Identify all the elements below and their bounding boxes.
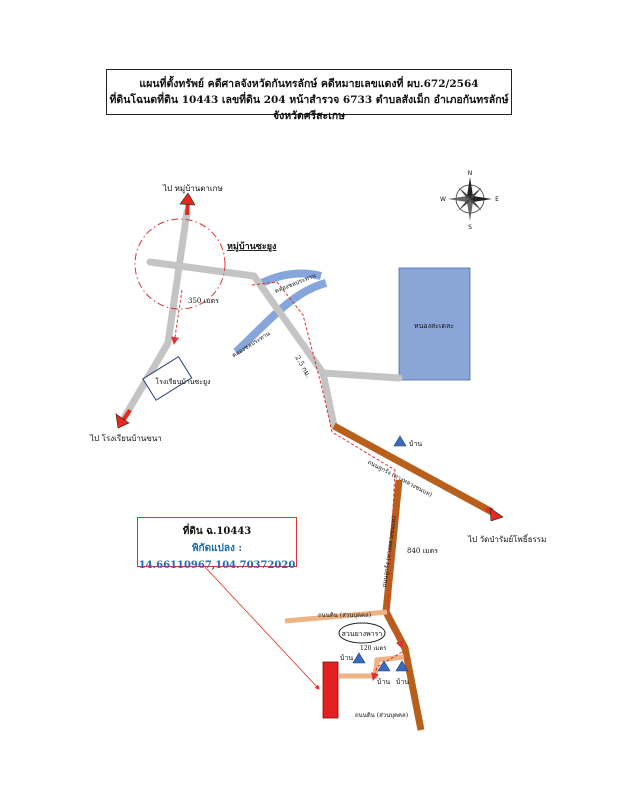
school-building bbox=[142, 356, 193, 401]
house-icon bbox=[352, 652, 366, 664]
house-icon bbox=[393, 435, 407, 447]
parcel-leader-line bbox=[204, 566, 320, 690]
rubber-label: สวนยางพารา bbox=[342, 630, 383, 638]
compass-e: E bbox=[495, 196, 499, 203]
house-label-2: บ้าน bbox=[340, 654, 353, 662]
house-label-1: บ้าน bbox=[409, 440, 422, 448]
title-line-1: แผนที่ตั้งทรัพย์ คดีศาลจังหวัดกันทรลักษ์… bbox=[139, 78, 479, 90]
dist-840-label: 840 เมตร bbox=[407, 547, 438, 555]
compass-s: S bbox=[468, 224, 472, 231]
house-icon bbox=[395, 660, 409, 672]
title-box: แผนที่ตั้งทรัพย์ คดีศาลจังหวัดกันทรลักษ์… bbox=[106, 69, 512, 122]
pond-area bbox=[398, 267, 471, 381]
info-coord-value: 14.66110967,104.70372020 bbox=[138, 560, 296, 571]
canal bbox=[260, 269, 322, 287]
title-line-2: ที่ดินโฉนดที่ดิน 10443 เลขที่ดิน 204 หน้… bbox=[109, 94, 509, 122]
parcel-info-box: ที่ดิน ฉ.10443 พิกัดแปลง : 14.66110967,1… bbox=[137, 517, 297, 571]
dist-120-label: 120 เมตร bbox=[360, 645, 387, 652]
compass-rose-icon: N S E W bbox=[440, 170, 499, 231]
to-school-label: ไป โรงเรียนบ้านขนา bbox=[89, 433, 162, 443]
info-coord-label: พิกัดแปลง : bbox=[191, 543, 243, 554]
house-label-4: บ้าน bbox=[396, 678, 409, 686]
rubber-plantation-boundary bbox=[338, 622, 386, 644]
compass-w: W bbox=[440, 196, 446, 203]
info-title: ที่ดิน ฉ.10443 bbox=[182, 526, 252, 537]
arrow-southeast-icon bbox=[485, 507, 504, 522]
arrow-southwest-icon bbox=[115, 408, 132, 429]
dirt-road bbox=[284, 609, 388, 624]
to-temple-label: ไป วัดป่ารัมย์โพธิ์ธรรม bbox=[467, 533, 546, 544]
school-label: โรงเรียนบ้านซะยูง bbox=[155, 377, 210, 386]
village-label: หมู่บ้านซะยูง bbox=[227, 241, 276, 252]
arrow-north-icon bbox=[179, 192, 196, 216]
route-main bbox=[251, 281, 404, 649]
route-to-school bbox=[171, 289, 183, 345]
village-boundary bbox=[134, 218, 226, 310]
info-coord-row: พิกัดแปลง : 14.66110967,104.70372020 bbox=[138, 540, 296, 574]
house-icon bbox=[377, 660, 391, 672]
house-label-3: บ้าน bbox=[377, 678, 390, 686]
pond-label: หนองสะเดละ bbox=[414, 322, 454, 330]
dirt-road-label-2: ถนนดิน (ส่วนบุคคล) bbox=[355, 712, 408, 719]
dist-350-label: 350 เมตร bbox=[188, 297, 219, 305]
to-village-label: ไป หมู่บ้านตาเกษ bbox=[162, 184, 223, 194]
land-parcel bbox=[322, 661, 339, 719]
road-laterite bbox=[332, 422, 494, 516]
compass-n: N bbox=[468, 170, 473, 177]
dirt-road-label-1: ถนนดิน (ส่วนบุคคล) bbox=[318, 612, 371, 619]
